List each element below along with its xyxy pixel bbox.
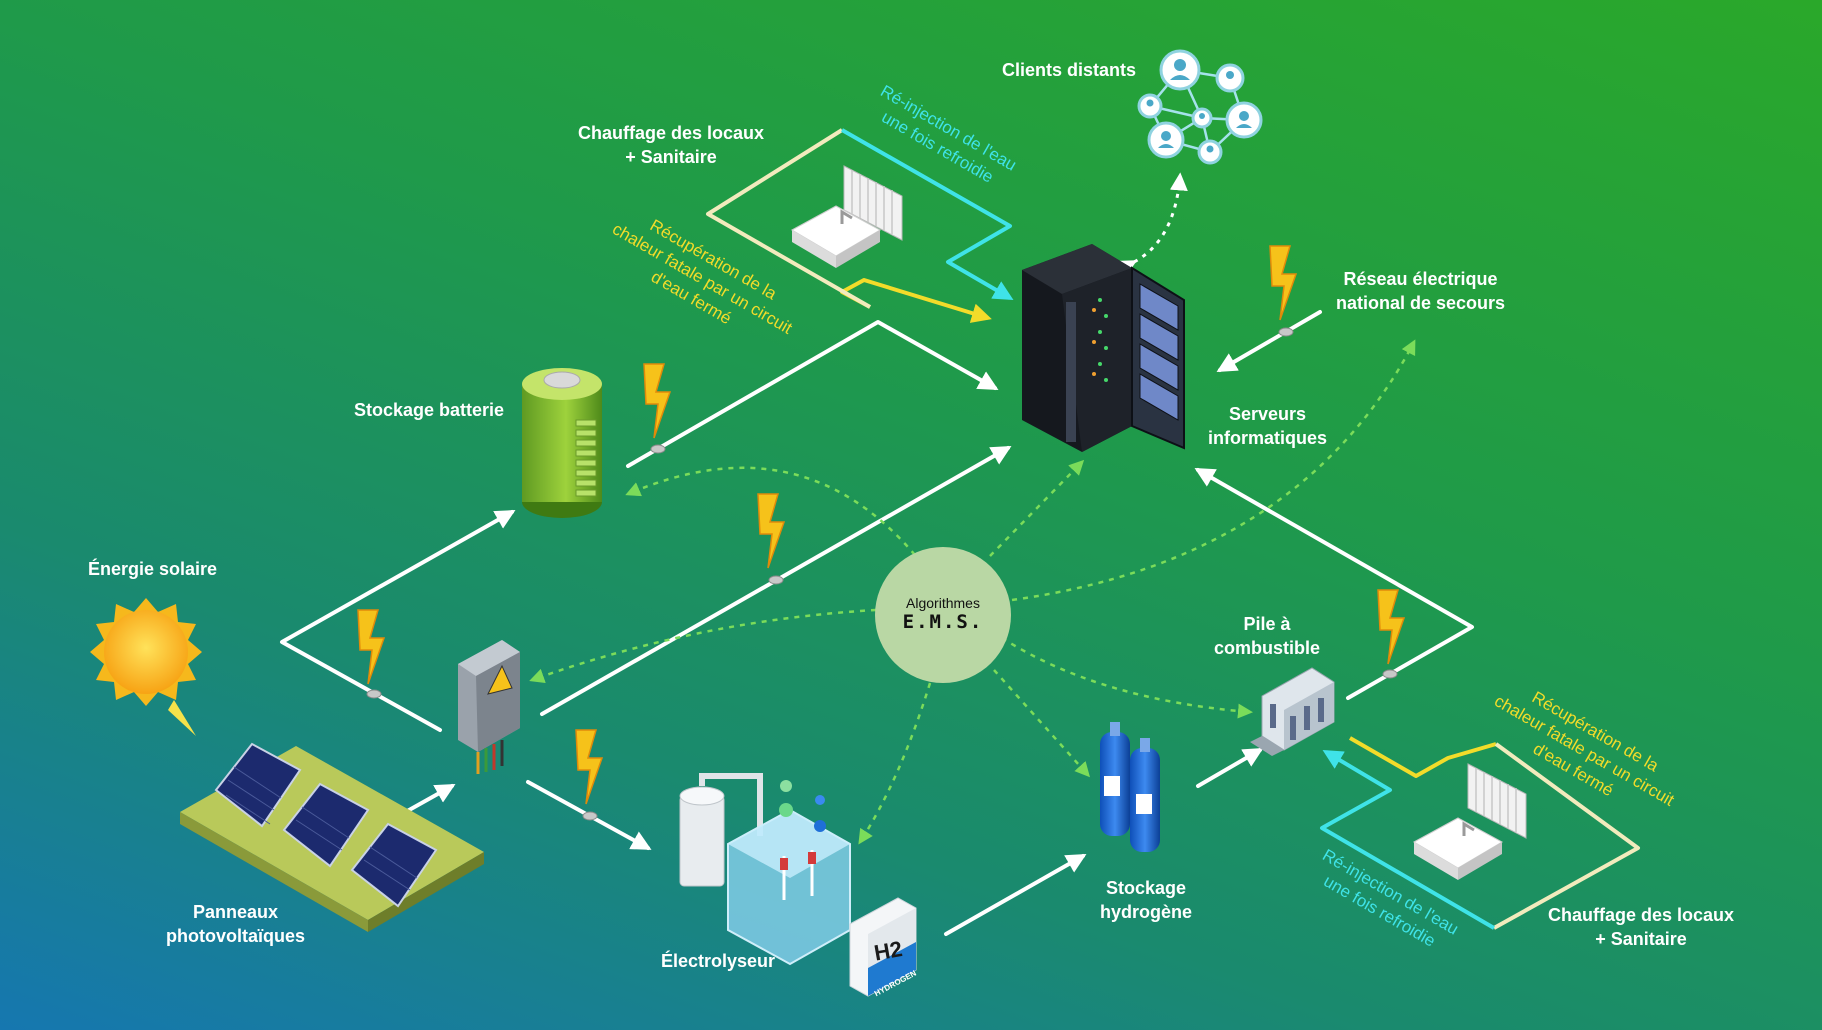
heating-loop-bottom bbox=[1320, 736, 1640, 930]
panels-line1: Panneaux bbox=[192, 902, 279, 922]
h2storage-line1: Stockage bbox=[1105, 878, 1187, 898]
h2storage-line2: hydrogène bbox=[1100, 902, 1193, 922]
fuelcell-label: Pile à combustible bbox=[1214, 612, 1320, 660]
battery-icon bbox=[522, 368, 602, 518]
electrolyser-label: Électrolyseur bbox=[661, 949, 775, 973]
battery-label: Stockage batterie bbox=[354, 398, 504, 422]
fuelcell-line2: combustible bbox=[1214, 638, 1321, 658]
ems-line2: E.M.S. bbox=[902, 611, 984, 633]
clients-label-text: Clients distants bbox=[1002, 60, 1137, 80]
ems-node: Algorithmes E.M.S. bbox=[875, 547, 1011, 683]
solar-panels-icon bbox=[180, 742, 484, 932]
heating-top-line1: Chauffage des locaux bbox=[578, 123, 765, 143]
heating-bottom-line2: + Sanitaire bbox=[1595, 929, 1687, 949]
solar-label: Énergie solaire bbox=[88, 557, 217, 581]
electrical-cabinet-icon bbox=[458, 640, 520, 774]
servers-label: Serveurs informatiques bbox=[1208, 402, 1327, 450]
solar-label-text: Énergie solaire bbox=[88, 559, 218, 579]
heating-top-label: Chauffage des locaux + Sanitaire bbox=[578, 121, 764, 169]
grid-line1: Réseau électrique bbox=[1343, 269, 1498, 289]
line-connectors bbox=[366, 327, 1398, 821]
fuelcell-line1: Pile à bbox=[1243, 614, 1291, 634]
fuel-cell-icon bbox=[1250, 667, 1335, 756]
heating-bottom-line1: Chauffage des locaux bbox=[1548, 905, 1735, 925]
network-clients-icon bbox=[1137, 49, 1263, 165]
control-lines bbox=[529, 339, 1416, 845]
grid-label: Réseau électrique national de secours bbox=[1336, 267, 1505, 315]
sun-icon bbox=[90, 598, 202, 736]
servers-line2: informatiques bbox=[1208, 428, 1328, 448]
hydrogen-tanks-icon bbox=[1100, 722, 1160, 852]
clients-link bbox=[1117, 172, 1188, 277]
ems-line1: Algorithmes bbox=[906, 595, 980, 611]
electrolyser-icon bbox=[679, 773, 851, 966]
hydrogen-box bbox=[849, 897, 917, 997]
servers-line1: Serveurs bbox=[1228, 404, 1307, 424]
heating-loop-top bbox=[706, 128, 1014, 323]
panels-label: Panneaux photovoltaïques bbox=[166, 900, 305, 948]
radiator-icon bbox=[843, 165, 903, 241]
radiator-icon bbox=[1467, 763, 1527, 839]
grid-line2: national de secours bbox=[1336, 293, 1506, 313]
h2-box-label: H2 bbox=[872, 936, 904, 966]
sink-icon bbox=[1412, 817, 1504, 880]
h2storage-label: Stockage hydrogène bbox=[1100, 876, 1192, 924]
lightning-icon bbox=[357, 245, 1406, 805]
sink-icon bbox=[790, 205, 882, 268]
heating-bottom-label: Chauffage des locaux + Sanitaire bbox=[1548, 903, 1734, 951]
heating-top-line2: + Sanitaire bbox=[625, 147, 717, 167]
clients-label: Clients distants bbox=[1002, 58, 1136, 82]
server-rack-icon bbox=[1022, 244, 1185, 452]
electrolyser-label-text: Électrolyseur bbox=[661, 951, 776, 971]
battery-label-text: Stockage batterie bbox=[354, 400, 505, 420]
panels-line2: photovoltaïques bbox=[166, 926, 305, 946]
